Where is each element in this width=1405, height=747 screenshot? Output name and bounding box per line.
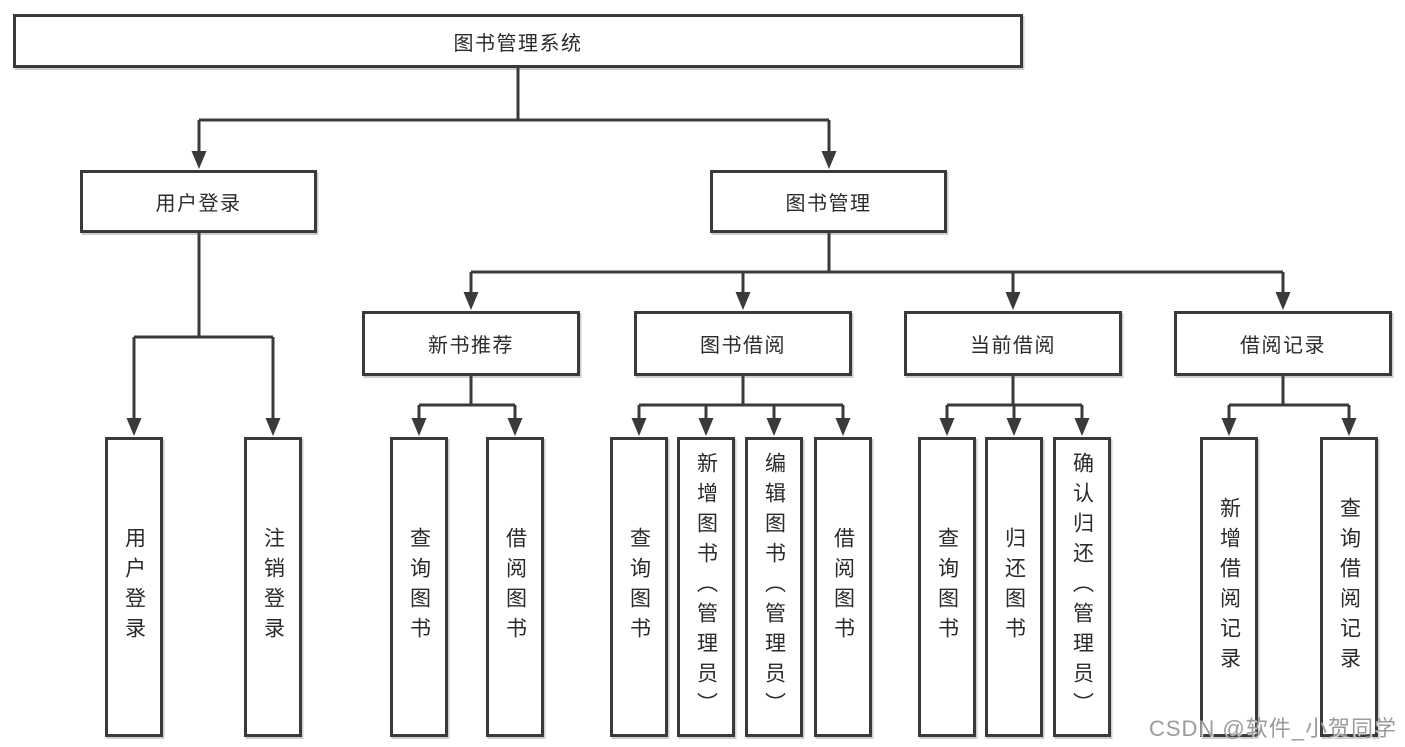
arrow-down-icon (1006, 418, 1022, 436)
arrow-down-icon (698, 418, 714, 436)
arrow-down-icon (766, 418, 782, 436)
arrow-down-icon (1074, 418, 1090, 436)
leaf-borrow-add-books-admin: 新增图书（管理员） (677, 437, 735, 737)
arrow-down-icon (1005, 292, 1021, 310)
leaf-records-query-record: 查询借阅记录 (1320, 437, 1378, 737)
arrow-down-icon (507, 418, 523, 436)
leaf-borrow-edit-books-admin: 编辑图书（管理员） (745, 437, 803, 737)
node-current-borrow-label: 当前借阅 (970, 335, 1056, 357)
leaf-current-query-books: 查询图书 (918, 437, 976, 737)
node-book-borrow: 图书借阅 (634, 311, 852, 376)
node-book-borrow-label: 图书借阅 (700, 335, 786, 357)
node-new-book-recommend: 新书推荐 (362, 311, 580, 376)
arrow-down-icon (821, 151, 837, 169)
leaf-records-add-record-label: 新增借阅记录 (1217, 497, 1241, 677)
node-root-system: 图书管理系统 (13, 14, 1023, 68)
arrow-down-icon (631, 418, 647, 436)
leaf-logout-login: 注销登录 (244, 437, 302, 737)
arrow-down-icon (463, 292, 479, 310)
arrow-down-icon (411, 418, 427, 436)
leaf-current-return-books: 归还图书 (985, 437, 1043, 737)
arrow-down-icon (126, 418, 142, 436)
watermark-csdn: CSDN @软件_小贺同学 (1148, 716, 1397, 741)
arrow-down-icon (939, 418, 955, 436)
node-current-borrow: 当前借阅 (904, 311, 1122, 376)
arrow-down-icon (1221, 418, 1237, 436)
arrow-down-icon (265, 418, 281, 436)
node-borrow-records-label: 借阅记录 (1240, 335, 1326, 357)
arrow-down-icon (835, 418, 851, 436)
leaf-borrow-query-books: 查询图书 (610, 437, 668, 737)
leaf-user-login: 用户登录 (105, 437, 163, 737)
leaf-records-add-record: 新增借阅记录 (1200, 437, 1258, 737)
leaf-current-return-books-label: 归还图书 (1002, 527, 1026, 647)
leaf-borrow-borrow-books: 借阅图书 (814, 437, 872, 737)
leaf-user-login-label: 用户登录 (122, 527, 146, 647)
node-root-system-label: 图书管理系统 (453, 32, 583, 55)
leaf-current-confirm-return-admin-label: 确认归还（管理员） (1070, 452, 1094, 722)
leaf-recommend-query-books-label: 查询图书 (407, 527, 431, 647)
leaf-records-query-record-label: 查询借阅记录 (1337, 497, 1361, 677)
node-user-login-label: 用户登录 (155, 193, 242, 215)
arrow-down-icon (191, 151, 207, 169)
arrow-down-icon (1275, 292, 1291, 310)
node-user-login: 用户登录 (80, 170, 317, 233)
leaf-current-confirm-return-admin: 确认归还（管理员） (1053, 437, 1111, 737)
leaf-borrow-query-books-label: 查询图书 (627, 527, 651, 647)
arrow-down-icon (1341, 418, 1357, 436)
leaf-logout-login-label: 注销登录 (261, 527, 285, 647)
node-new-book-recommend-label: 新书推荐 (428, 335, 514, 357)
leaf-borrow-edit-books-admin-label: 编辑图书（管理员） (762, 452, 786, 722)
node-book-management-label: 图书管理 (785, 193, 872, 215)
node-borrow-records: 借阅记录 (1174, 311, 1392, 376)
leaf-current-query-books-label: 查询图书 (935, 527, 959, 647)
leaf-recommend-query-books: 查询图书 (390, 437, 448, 737)
node-book-management: 图书管理 (710, 170, 947, 233)
leaf-recommend-borrow-books-label: 借阅图书 (503, 527, 527, 647)
arrow-down-icon (735, 292, 751, 310)
leaf-borrow-borrow-books-label: 借阅图书 (831, 527, 855, 647)
leaf-borrow-add-books-admin-label: 新增图书（管理员） (694, 452, 718, 722)
leaf-recommend-borrow-books: 借阅图书 (486, 437, 544, 737)
